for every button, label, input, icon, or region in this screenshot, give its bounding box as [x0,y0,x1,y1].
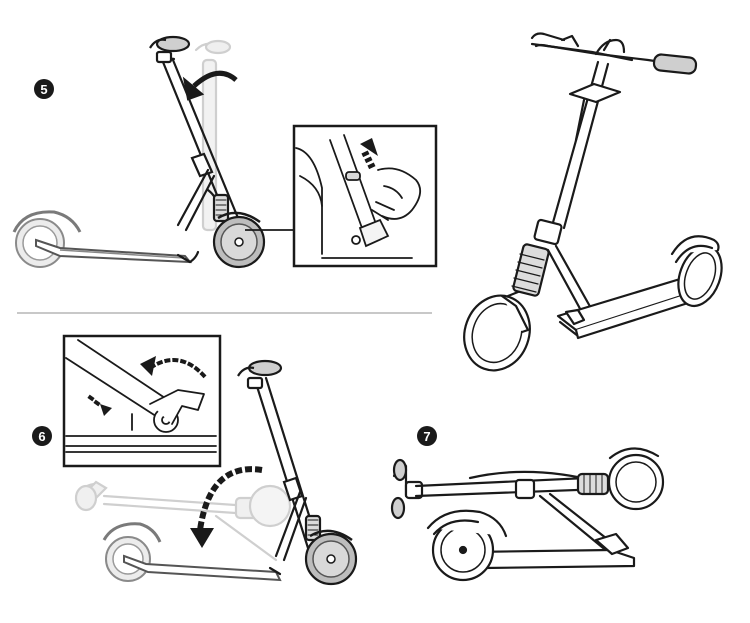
unfolded-scooter [463,32,723,372]
step-5-detail-inset [292,124,438,268]
step-6-detail-inset [62,334,222,468]
press-arrow [87,394,112,416]
handlebar-6 [237,359,283,390]
rear-wheel [12,210,82,268]
step-badge-7: 7 [417,426,437,446]
fold-arrow-5 [192,70,238,88]
step-5-illustration [12,35,294,269]
step-badge-6: 6 [32,426,52,446]
stem-6 [253,376,322,576]
ghost-folded-scooter [74,480,292,562]
fold-down-arrow-6 [190,466,263,548]
step-number: 5 [40,82,47,97]
step-number: 6 [38,429,45,444]
release-arrow [148,358,208,380]
step-badge-5: 5 [34,79,54,99]
step-7-folded-scooter [390,447,665,582]
step-number: 7 [423,429,430,444]
push-up-arrow [360,138,378,170]
front-wheel-6 [304,529,358,586]
ghost-scooter-stem [194,39,232,232]
deck-6 [123,554,282,582]
stem [161,57,240,264]
step-6-illustration [74,359,358,586]
handlebar [149,35,191,64]
